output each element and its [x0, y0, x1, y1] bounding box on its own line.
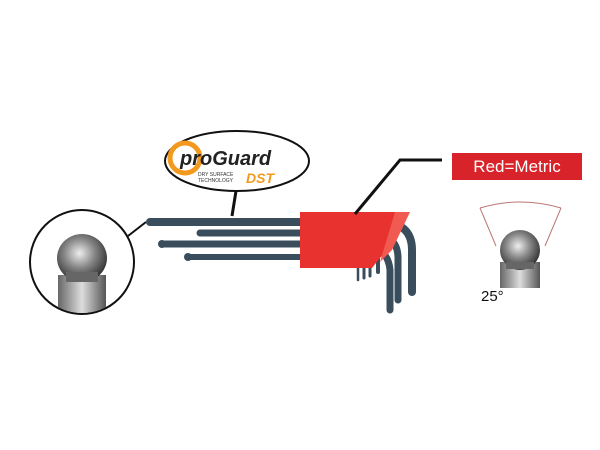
- angle-diagram: [479, 201, 562, 288]
- svg-text:proGuard: proGuard: [179, 148, 272, 170]
- holder-highlight: [380, 212, 410, 262]
- svg-text:TECHNOLOGY: TECHNOLOGY: [198, 178, 234, 184]
- metric-legend-label: Red=Metric: [452, 153, 582, 180]
- ball-end-closeup: [29, 209, 135, 315]
- svg-text:DST: DST: [246, 170, 275, 186]
- proguard-logo-callout: proGuard DRY SURFACE TECHNOLOGY DST: [164, 130, 310, 192]
- svg-text:DRY SURFACE: DRY SURFACE: [198, 172, 234, 178]
- metric-pointer: [353, 158, 442, 215]
- logo-pointer: [230, 190, 238, 217]
- closeup-pointer: [127, 221, 147, 237]
- angle-label: 25°: [481, 288, 504, 305]
- red-holder: [300, 212, 408, 268]
